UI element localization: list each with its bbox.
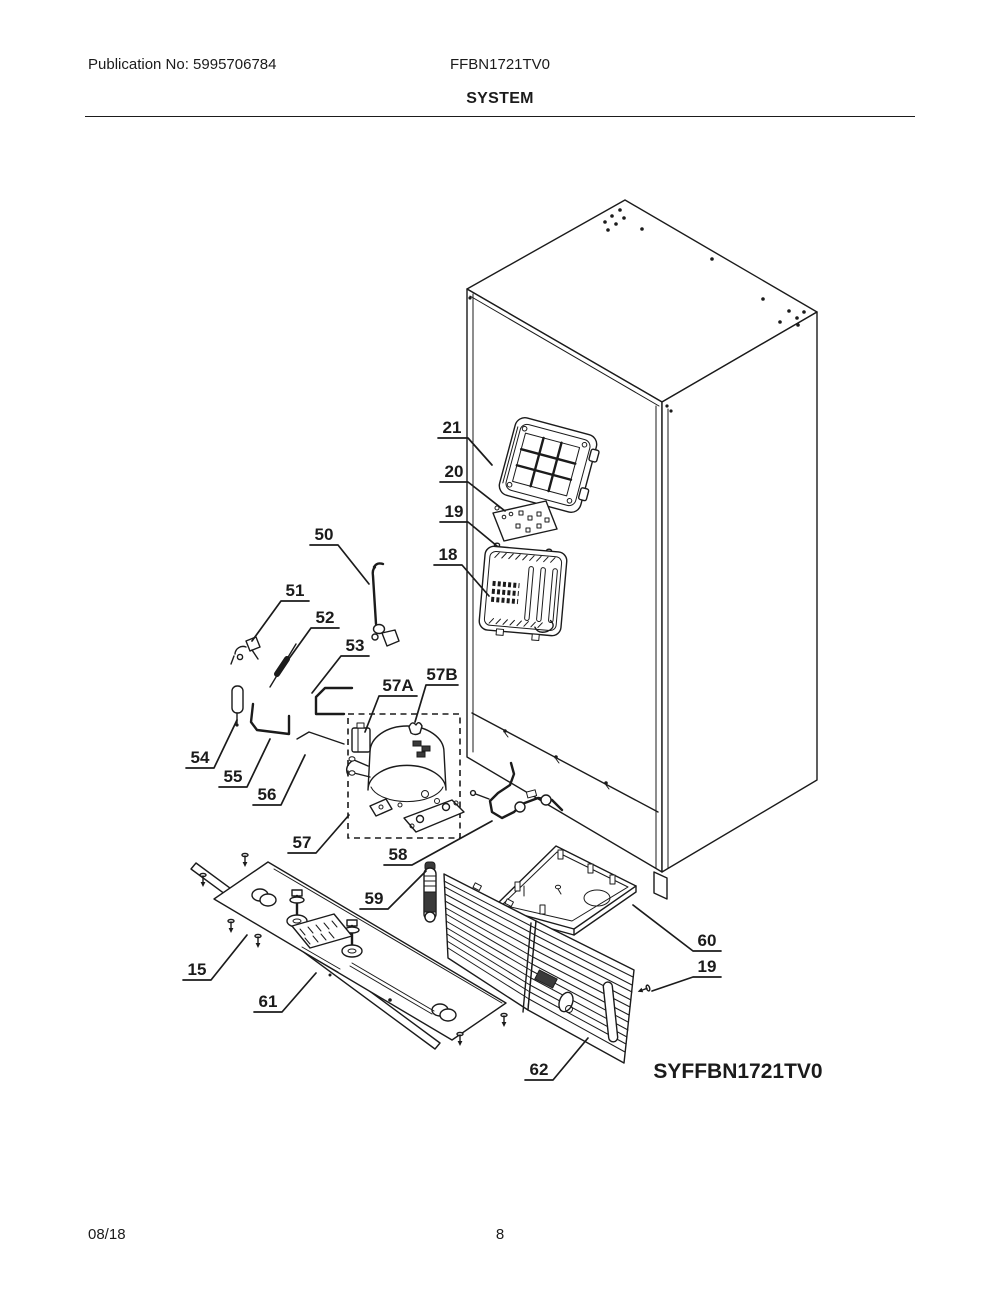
callout-50: 50 [315,525,334,544]
leader-line-20 [439,481,506,512]
clamp-part-51 [230,636,261,665]
leader-line-57A [364,695,418,733]
leader-line-58 [383,820,493,866]
base-plate-part [190,861,507,1050]
drier-part [231,685,244,727]
callout-51: 51 [286,581,305,600]
callout-62: 62 [530,1060,549,1079]
callout-19-top: 19 [445,502,464,521]
evaporator-cover-part [498,417,600,513]
leader-line-62 [524,1037,589,1081]
roller-part [251,888,457,1022]
fill-tube-part [371,562,400,647]
leader-line-52 [282,627,340,668]
callout-labels: 21 20 19 18 50 51 52 53 54 55 56 57A 57B… [188,418,717,1079]
leader-line-60 [632,904,722,952]
recess-screws [503,729,610,790]
section-title: SYSTEM [466,90,534,107]
footer-date: 08/18 [88,1226,126,1243]
capillary-tube-part [269,643,297,688]
leader-line-18 [433,564,490,597]
publication-number: Publication No: 5995706784 [88,56,277,73]
callout-21: 21 [443,418,462,437]
callout-53: 53 [346,636,365,655]
leader-line-50 [309,544,370,585]
grille-keyhole [558,991,574,1013]
compressor-dashed-box [347,713,461,839]
plate-slots [299,946,435,1015]
leader-line-57B [414,684,459,723]
clip-part-57B [408,722,423,736]
screw-part-19-bottom [637,984,651,993]
callout-57B: 57B [426,665,457,684]
leader-line-21 [437,437,493,466]
cabinet-front-foot [653,871,668,900]
relay-part-57A [351,722,371,753]
leader-line-53 [311,655,370,694]
callout-19-bottom: 19 [698,957,717,976]
callout-59: 59 [365,889,384,908]
leader-line-51 [251,600,310,642]
compressor-part [345,725,465,833]
leader-line-59 [359,870,427,910]
vent-patch [291,913,353,949]
drain-tube-part [423,861,437,923]
grille-handle-slot [602,981,619,1043]
callout-55: 55 [224,767,243,786]
header-rule [85,116,915,117]
callout-15: 15 [188,960,207,979]
leader-line-19-bottom [651,976,722,992]
callout-56: 56 [258,785,277,804]
tube-part-55 [249,702,291,736]
callout-61: 61 [259,992,278,1011]
tube-part-53 [314,686,354,716]
footer-page-number: 8 [495,1226,505,1243]
tube-part-56 [296,731,345,745]
condenser-grille-part [443,873,651,1064]
tube-assembly-part-58 [469,761,564,820]
callout-60: 60 [698,931,717,950]
callout-57A: 57A [382,676,413,695]
leader-line-55 [218,738,271,788]
callout-52: 52 [316,608,335,627]
grille-slats-right [528,927,634,1053]
leader-line-19-top [439,521,498,547]
screw-part-15 [199,852,508,1046]
callout-54: 54 [191,748,210,767]
compressor-assembly [345,713,465,839]
drain-pan-part [493,845,637,936]
grille-label [534,969,558,989]
cabinet-screw-holes [468,208,806,413]
evaporator-part [478,545,568,642]
assembly-code: SYFFBN1721TV0 [653,1060,822,1083]
grille-slats-left [443,880,536,1000]
callout-18: 18 [439,545,458,564]
leveling-leg-part [286,889,363,958]
leader-lines [182,437,722,1081]
callout-20: 20 [445,462,464,481]
leader-line-61 [253,972,317,1013]
leader-line-57 [287,814,350,854]
control-board-part [492,500,558,542]
callout-58: 58 [389,845,408,864]
callout-57: 57 [293,833,312,852]
model-number: FFBN1721TV0 [449,56,551,73]
leader-line-56 [252,754,306,806]
leader-line-54 [185,719,238,769]
leader-line-15 [182,934,248,981]
